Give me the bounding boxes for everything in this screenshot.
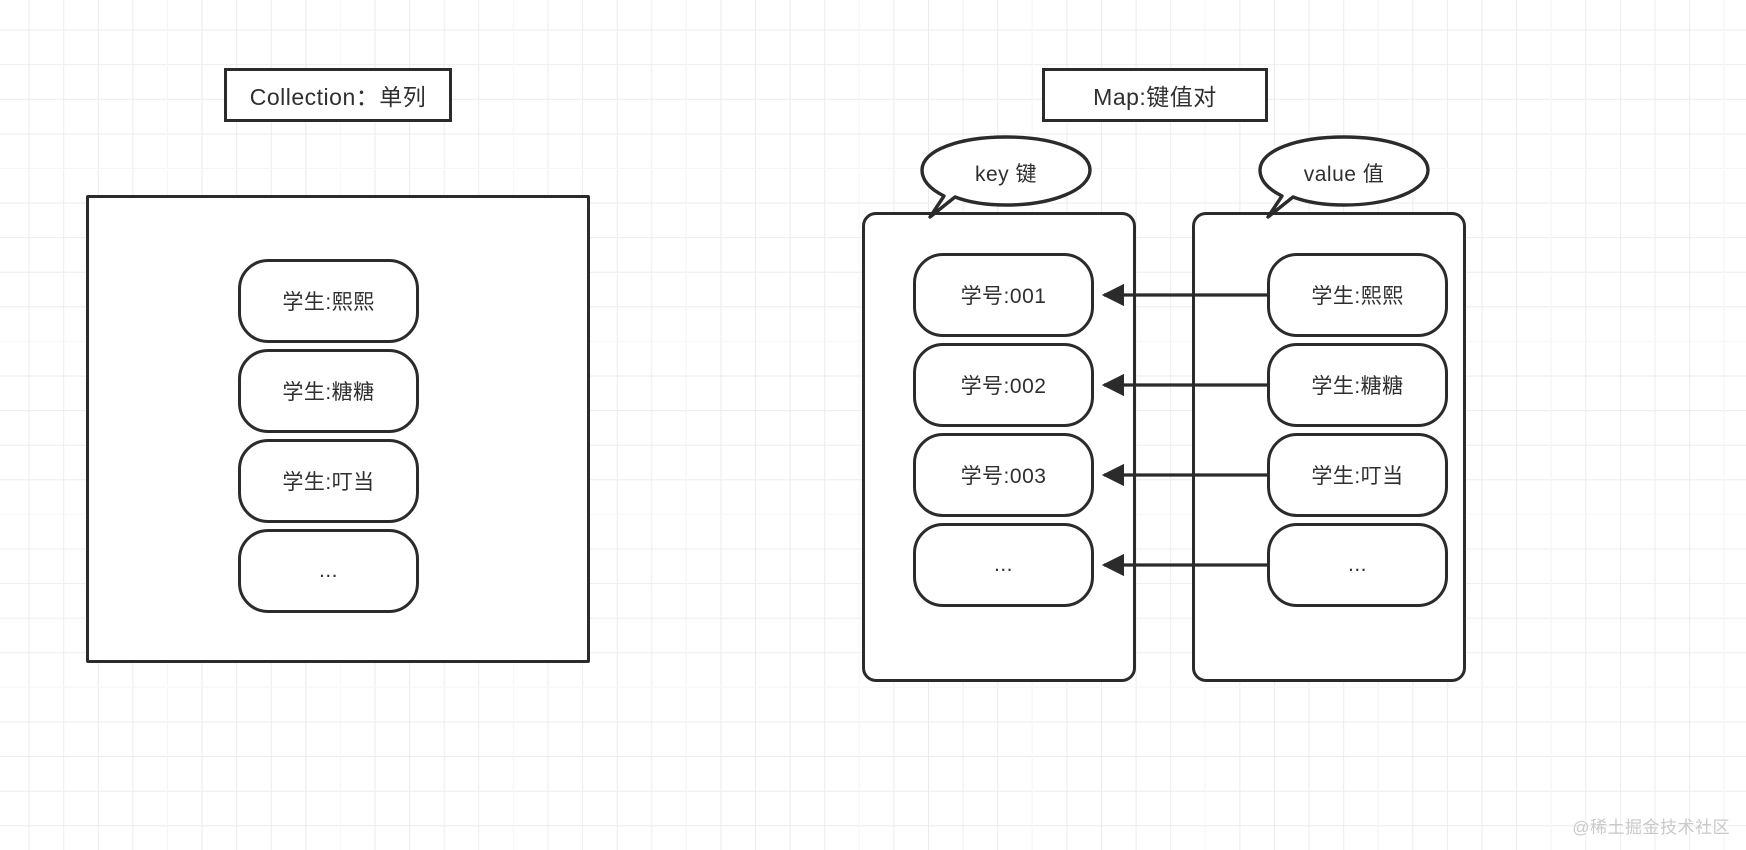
map-key-item-1[interactable]: 学号:002 bbox=[913, 343, 1094, 427]
collection-item-3-label: ... bbox=[318, 559, 338, 582]
value-speech-bubble: value 值 bbox=[1256, 134, 1432, 220]
map-key-item-0-label: 学号:001 bbox=[960, 285, 1047, 308]
map-value-item-2[interactable]: 学生:叮当 bbox=[1267, 433, 1448, 517]
map-value-item-1-label: 学生:糖糖 bbox=[1311, 375, 1404, 398]
key-bubble-shape bbox=[920, 135, 1092, 219]
map-key-item-3-label: ... bbox=[993, 553, 1013, 576]
map-value-item-0[interactable]: 学生:熙熙 bbox=[1267, 253, 1448, 337]
collection-header-label: Collection：单列 bbox=[249, 84, 427, 110]
collection-item-2-label: 学生:叮当 bbox=[282, 471, 375, 494]
map-header-box: Map:键值对 bbox=[1042, 68, 1268, 122]
map-header-label: Map:键值对 bbox=[1093, 84, 1217, 110]
collection-item-1[interactable]: 学生:糖糖 bbox=[238, 349, 419, 433]
map-key-item-0[interactable]: 学号:001 bbox=[913, 253, 1094, 337]
value-bubble-shape bbox=[1258, 135, 1430, 219]
map-arrows-group bbox=[1101, 283, 1268, 577]
map-key-item-1-label: 学号:002 bbox=[960, 375, 1047, 398]
map-value-item-1[interactable]: 学生:糖糖 bbox=[1267, 343, 1448, 427]
map-value-item-2-label: 学生:叮当 bbox=[1311, 465, 1404, 488]
map-key-item-2[interactable]: 学号:003 bbox=[913, 433, 1094, 517]
collection-item-0[interactable]: 学生:熙熙 bbox=[238, 259, 419, 343]
map-key-item-2-label: 学号:003 bbox=[960, 465, 1047, 488]
collection-item-2[interactable]: 学生:叮当 bbox=[238, 439, 419, 523]
map-value-item-0-label: 学生:熙熙 bbox=[1311, 285, 1404, 308]
collection-item-0-label: 学生:熙熙 bbox=[282, 291, 375, 314]
collection-item-1-label: 学生:糖糖 bbox=[282, 381, 375, 404]
map-value-item-3[interactable]: ... bbox=[1267, 523, 1448, 607]
map-value-item-3-label: ... bbox=[1347, 553, 1367, 576]
map-key-item-3[interactable]: ... bbox=[913, 523, 1094, 607]
watermark: @稀土掘金技术社区 bbox=[1572, 818, 1730, 837]
key-speech-bubble: key 键 bbox=[918, 134, 1094, 220]
collection-item-3[interactable]: ... bbox=[238, 529, 419, 613]
collection-header-box: Collection：单列 bbox=[224, 68, 452, 122]
